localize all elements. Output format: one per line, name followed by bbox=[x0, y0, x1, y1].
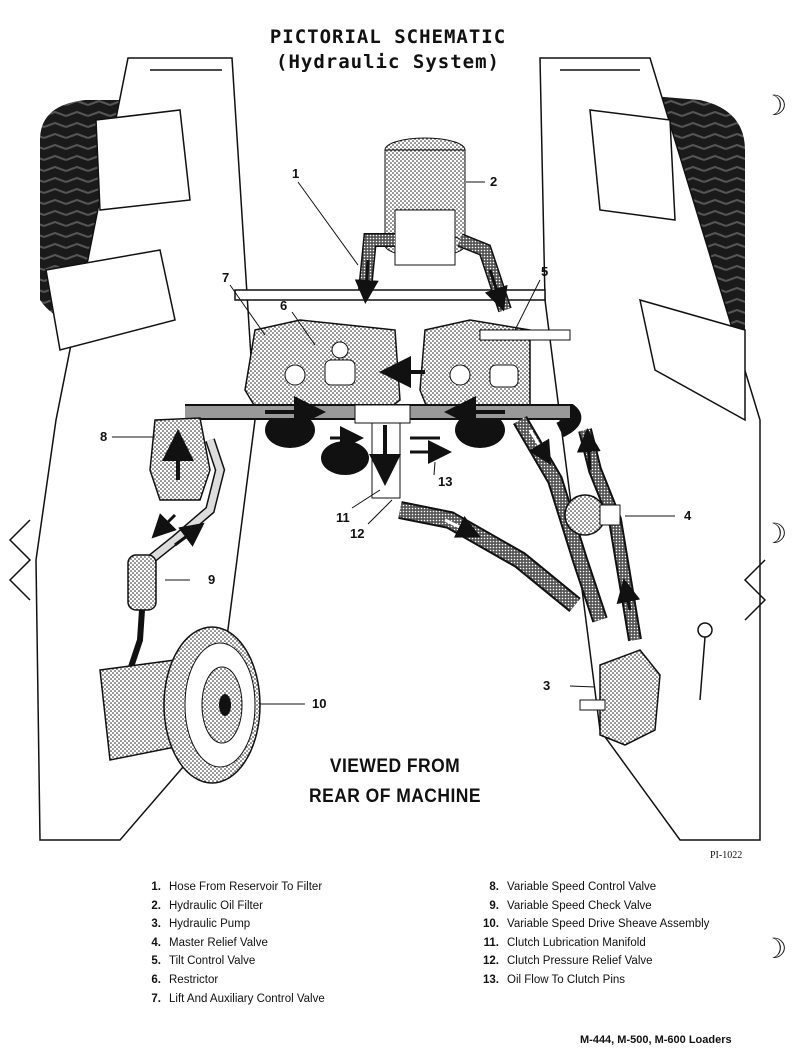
legend-item: 7. Lift And Auxiliary Control Valve bbox=[135, 990, 325, 1009]
drive-sheave-assembly bbox=[99, 626, 261, 784]
callout-8: 8 bbox=[100, 429, 108, 444]
legend-item: 13. Oil Flow To Clutch Pins bbox=[473, 971, 709, 990]
variable-speed-control-valve bbox=[149, 417, 211, 501]
callout-10: 10 bbox=[312, 696, 327, 711]
callout-7: 7 bbox=[222, 270, 230, 285]
legend-text: Variable Speed Drive Sheave Assembly bbox=[507, 918, 710, 931]
legend-text: Hydraulic Pump bbox=[169, 918, 251, 931]
legend-number: 4. bbox=[151, 936, 161, 949]
hydraulic-schematic-drawing bbox=[8, 57, 767, 841]
tilt-control-valve bbox=[419, 319, 571, 416]
legend-text: Tilt Control Valve bbox=[169, 955, 256, 968]
legend-number: 13. bbox=[483, 973, 499, 986]
legend-number: 2. bbox=[151, 899, 161, 912]
view-caption-line2: REAR OF MACHINE bbox=[308, 786, 481, 807]
callout-2: 2 bbox=[490, 174, 498, 189]
legend-number: 10. bbox=[483, 918, 499, 931]
binder-mark-icon: ☽ bbox=[762, 518, 788, 549]
callout-13: 13 bbox=[438, 474, 453, 489]
return-hose bbox=[398, 501, 581, 612]
legend-text: Clutch Lubrication Manifold bbox=[507, 936, 646, 949]
legend-left-column: 1. Hose From Reservoir To Filter 2. Hydrau… bbox=[135, 878, 325, 1009]
reservoir-hose bbox=[354, 233, 395, 304]
callout-1: 1 bbox=[292, 166, 300, 181]
callout-4: 4 bbox=[684, 508, 692, 523]
legend-item: 4. Master Relief Valve bbox=[135, 934, 325, 953]
legend-text: Variable Speed Check Valve bbox=[507, 899, 652, 912]
callout-leaders bbox=[112, 181, 675, 705]
legend-text: Clutch Pressure Relief Valve bbox=[507, 955, 653, 968]
legend-number: 7. bbox=[151, 992, 161, 1005]
callout-11: 11 bbox=[336, 510, 350, 525]
legend-text: Hydraulic Oil Filter bbox=[169, 899, 263, 912]
legend-text: Variable Speed Control Valve bbox=[507, 881, 657, 893]
legend-number: 9. bbox=[489, 899, 499, 912]
legend-item: 11. Clutch Lubrication Manifold bbox=[473, 934, 709, 953]
legend-text: Hose From Reservoir To Filter bbox=[169, 881, 323, 893]
callout-12: 12 bbox=[350, 526, 365, 541]
hydraulic-oil-filter bbox=[384, 137, 466, 266]
legend-number: 6. bbox=[151, 973, 161, 986]
master-relief-valve bbox=[564, 494, 621, 536]
legend-item: 1. Hose From Reservoir To Filter bbox=[135, 878, 325, 897]
callout-9: 9 bbox=[208, 572, 216, 587]
legend-number: 12. bbox=[483, 955, 499, 968]
binder-mark-icon: ☽ bbox=[762, 933, 788, 964]
callout-5: 5 bbox=[541, 264, 549, 279]
legend-item: 2. Hydraulic Oil Filter bbox=[135, 897, 325, 916]
variable-speed-check-valve bbox=[127, 554, 157, 671]
clutch-lubrication-manifold bbox=[330, 404, 440, 499]
legend-item: 6. Restrictor bbox=[135, 971, 325, 990]
legend-text: Restrictor bbox=[169, 973, 219, 986]
figure-reference: PI-1022 bbox=[710, 850, 743, 861]
document-footer: M-444, M-500, M-600 Loaders bbox=[580, 1034, 732, 1046]
legend-number: 3. bbox=[151, 918, 161, 931]
legend-item: 12. Clutch Pressure Relief Valve bbox=[473, 952, 709, 971]
page-title: PICTORIAL SCHEMATIC bbox=[269, 26, 507, 48]
legend-text: Oil Flow To Clutch Pins bbox=[507, 973, 626, 986]
callout-6: 6 bbox=[280, 298, 288, 313]
lift-aux-control-valve bbox=[244, 319, 401, 416]
legend-text: Lift And Auxiliary Control Valve bbox=[169, 992, 325, 1005]
right-frame bbox=[539, 57, 767, 841]
legend-right-column: 8. Variable Speed Control Valve 9. Variabl… bbox=[473, 878, 709, 990]
legend-item: 9. Variable Speed Check Valve bbox=[473, 897, 709, 916]
variable-speed-lines bbox=[146, 438, 226, 564]
hydraulic-pump bbox=[579, 649, 661, 746]
legend-text: Master Relief Valve bbox=[169, 936, 268, 949]
filter-outlet-hose bbox=[457, 233, 512, 313]
view-caption-line1: VIEWED FROM bbox=[329, 756, 461, 777]
cross-member bbox=[234, 289, 546, 301]
legend-number: 11. bbox=[483, 936, 499, 949]
binder-mark-icon: ☽ bbox=[762, 90, 788, 121]
legend-item: 10. Variable Speed Drive Sheave Assembly bbox=[473, 915, 709, 934]
legend-number: 5. bbox=[151, 955, 161, 968]
legend-item: 8. Variable Speed Control Valve bbox=[473, 878, 709, 897]
legend-item: 5. Tilt Control Valve bbox=[135, 952, 325, 971]
legend-item: 3. Hydraulic Pump bbox=[135, 915, 325, 934]
legend-number: 1. bbox=[151, 881, 161, 893]
legend-number: 8. bbox=[489, 881, 499, 893]
page-subtitle: (Hydraulic System) bbox=[276, 51, 500, 73]
callout-3: 3 bbox=[543, 678, 551, 693]
